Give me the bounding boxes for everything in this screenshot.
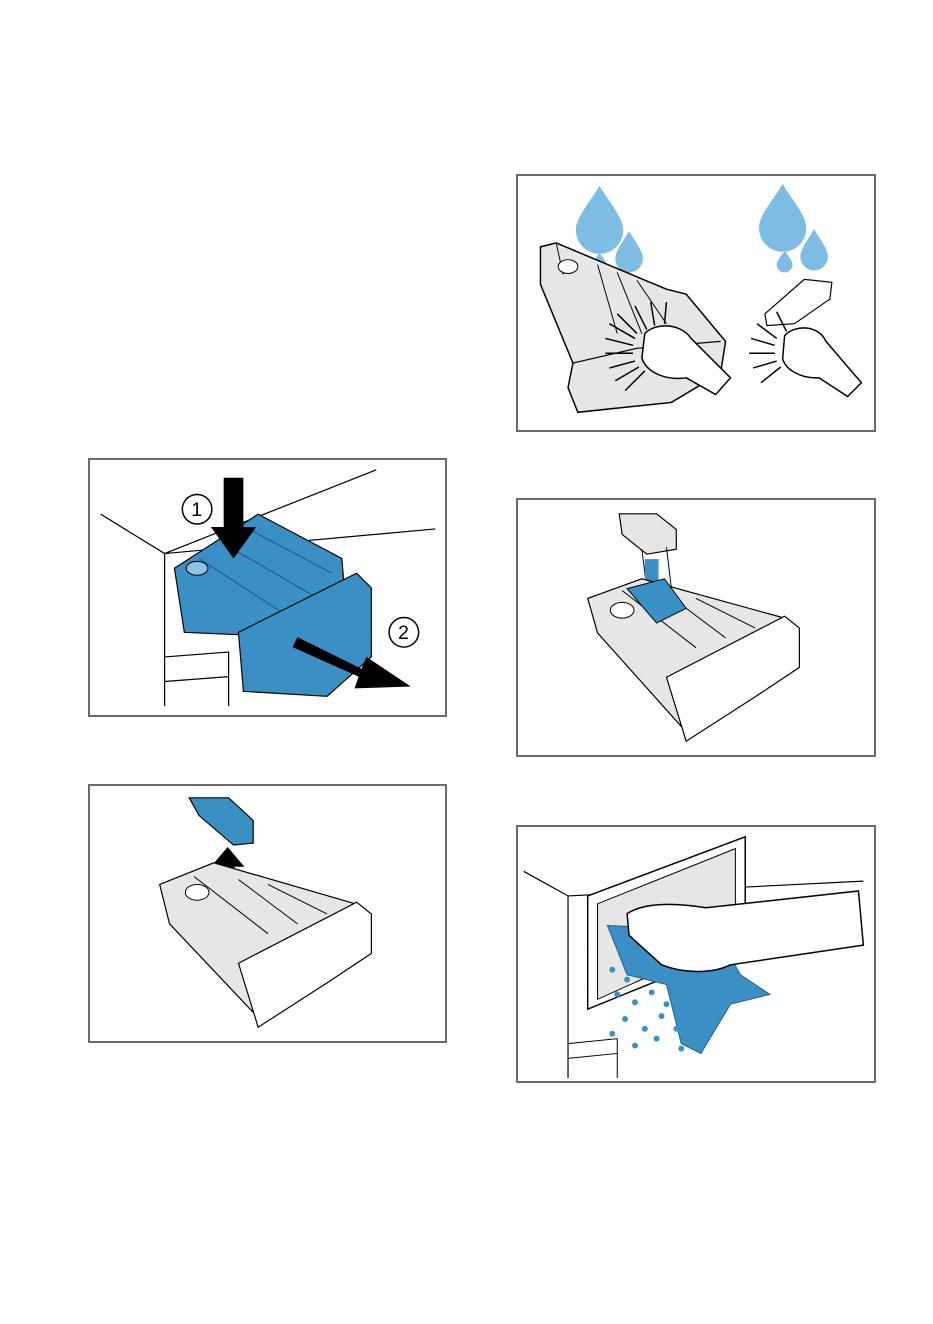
water-drop-icon (759, 184, 806, 252)
insert-piece-drawing (518, 500, 874, 755)
clean-dispenser-illustration (516, 174, 876, 432)
insert-piece (189, 798, 253, 845)
water-drop-icon (777, 251, 793, 273)
hand-icon (783, 328, 862, 397)
clean-dispenser-drawing (518, 176, 874, 430)
water-drop-icon (576, 186, 623, 254)
remove-drawer-drawing: 1 2 (90, 460, 445, 715)
remove-insert-illustration (88, 784, 447, 1043)
step-label-2: 2 (398, 622, 409, 644)
insert-piece (765, 279, 832, 325)
wipe-housing-drawing (518, 827, 874, 1081)
remove-drawer-illustration: 1 2 (88, 458, 447, 717)
wipe-housing-illustration (516, 825, 876, 1083)
insert-piece-illustration (516, 498, 876, 757)
step-label-1: 1 (191, 499, 202, 521)
insert-piece (619, 514, 676, 554)
remove-insert-drawing (90, 786, 445, 1041)
